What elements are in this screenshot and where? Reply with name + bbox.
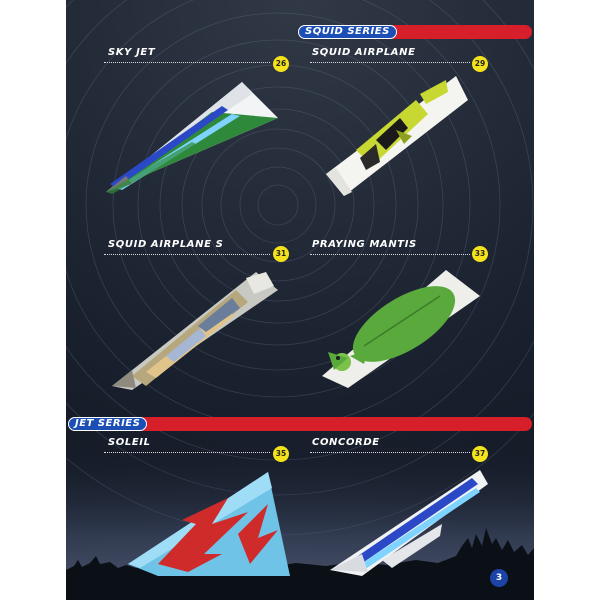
model-title-sky-jet: SKY JET	[108, 47, 156, 58]
title-underline	[310, 62, 470, 63]
page-ref-badge: 37	[472, 446, 488, 462]
page-ref-badge: 35	[273, 446, 289, 462]
model-title-squid-airplane-s: SQUID AIRPLANE S	[108, 239, 224, 250]
jet-series-label: JET SERIES	[68, 417, 148, 431]
squid-airplane-image	[326, 76, 468, 196]
squid-series-label: SQUID SERIES	[298, 25, 397, 39]
model-title-soleil: SOLEIL	[108, 437, 151, 448]
squid-airplane-s-image	[112, 272, 278, 390]
concorde-image	[330, 470, 488, 576]
page-ref-badge: 26	[273, 56, 289, 72]
page-ref-badge: 29	[472, 56, 488, 72]
model-title-concorde: CONCORDE	[312, 437, 380, 448]
model-title-praying-mantis: PRAYING MANTIS	[312, 239, 417, 250]
sky-jet-image	[106, 82, 278, 194]
jet-series-banner	[68, 417, 532, 431]
title-underline	[310, 452, 470, 453]
title-underline	[104, 62, 270, 63]
page-number-badge: 3	[490, 569, 508, 587]
page-ref-badge: 31	[273, 246, 289, 262]
page-ref-badge: 33	[472, 246, 488, 262]
title-underline	[104, 254, 270, 255]
title-underline	[310, 254, 470, 255]
soleil-image	[128, 472, 290, 576]
catalog-page: SQUID SERIES JET SERIES SKY JET 26 SQUID…	[66, 0, 534, 600]
model-title-squid-airplane: SQUID AIRPLANE	[312, 47, 416, 58]
praying-mantis-image	[322, 270, 480, 388]
title-underline	[104, 452, 270, 453]
